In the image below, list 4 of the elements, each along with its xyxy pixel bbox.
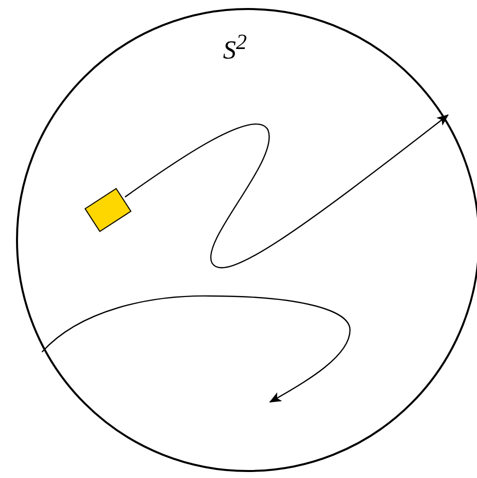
sphere-label: S$^{2}$ xyxy=(223,30,247,66)
sphere-circle xyxy=(16,8,477,472)
curved-arrow xyxy=(42,295,351,403)
curved-arrow xyxy=(124,114,449,268)
